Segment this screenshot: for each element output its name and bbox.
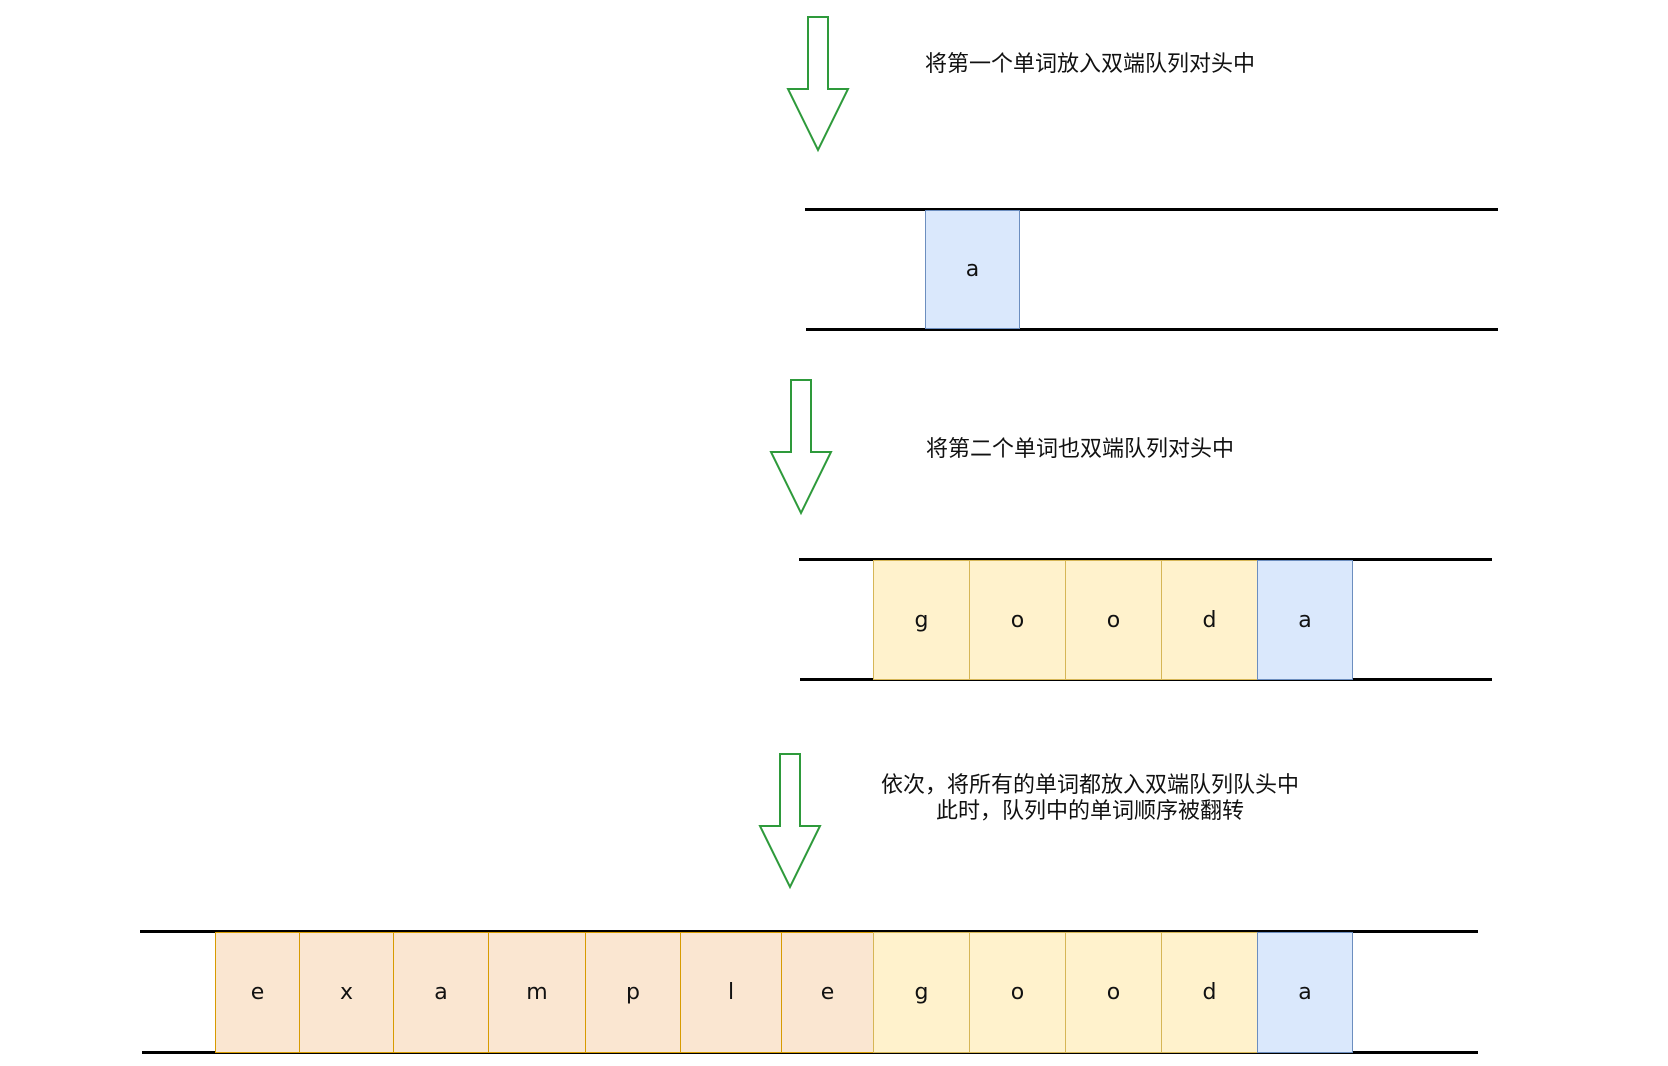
caption-step-2-text: 将第二个单词也双端队列对头中 — [925, 437, 1234, 462]
caption-step-1: 将第一个单词放入双端队列对头中 — [880, 52, 1300, 78]
queue-cell-o: o — [969, 932, 1066, 1053]
queue-cell-m: m — [488, 932, 586, 1053]
arrow-down-outline-icon — [758, 753, 822, 890]
queue-3-top-rail — [140, 930, 1478, 933]
queue-cell-o: o — [969, 560, 1066, 680]
caption-step-2: 将第二个单词也双端队列对头中 — [880, 437, 1280, 463]
queue-1-bottom-rail — [806, 328, 1498, 331]
caption-step-1-text: 将第一个单词放入双端队列对头中 — [924, 52, 1255, 77]
arrow-down-outline-icon — [769, 379, 833, 516]
queue-cell-a: a — [393, 932, 489, 1053]
queue-cell-l: l — [680, 932, 782, 1053]
queue-cell-a: a — [925, 210, 1020, 329]
queue-cell-d: d — [1161, 932, 1258, 1053]
caption-step-3: 依次，将所有的单词都放入双端队列队头中 此时，队列中的单词顺序被翻转 — [830, 773, 1350, 825]
caption-step-3-line-1: 依次，将所有的单词都放入双端队列队头中 — [880, 773, 1299, 798]
queue-cell-a: a — [1257, 560, 1353, 680]
queue-cell-d: d — [1161, 560, 1258, 680]
caption-step-3-line-2: 此时，队列中的单词顺序被翻转 — [935, 799, 1244, 824]
queue-2-top-rail — [799, 558, 1492, 561]
queue-1-top-rail — [805, 208, 1498, 211]
queue-cell-o: o — [1065, 932, 1162, 1053]
queue-cell-g: g — [873, 932, 970, 1053]
queue-cell-p: p — [585, 932, 681, 1053]
queue-cell-a: a — [1257, 932, 1353, 1053]
queue-cell-x: x — [299, 932, 394, 1053]
queue-cell-e: e — [215, 932, 300, 1053]
queue-cell-o: o — [1065, 560, 1162, 680]
queue-cell-e: e — [781, 932, 874, 1053]
queue-cell-g: g — [873, 560, 970, 680]
arrow-down-outline-icon — [786, 16, 850, 153]
